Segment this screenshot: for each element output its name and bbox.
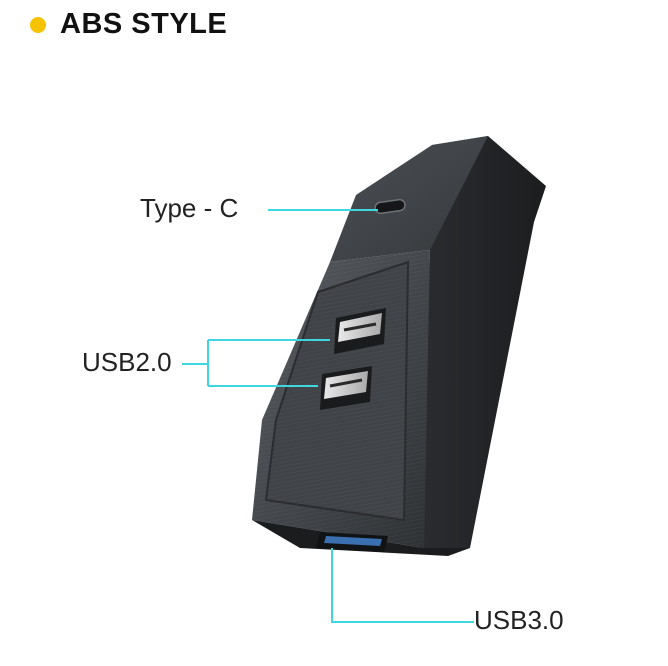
heading-title: ABS STYLE bbox=[60, 8, 228, 40]
usb2-label: USB2.0 bbox=[82, 347, 172, 377]
type-c-label: Type - C bbox=[140, 193, 239, 223]
usb3-label: USB3.0 bbox=[474, 605, 564, 635]
bullet-dot-icon bbox=[30, 16, 46, 33]
section-heading: ABS STYLE bbox=[30, 8, 227, 41]
